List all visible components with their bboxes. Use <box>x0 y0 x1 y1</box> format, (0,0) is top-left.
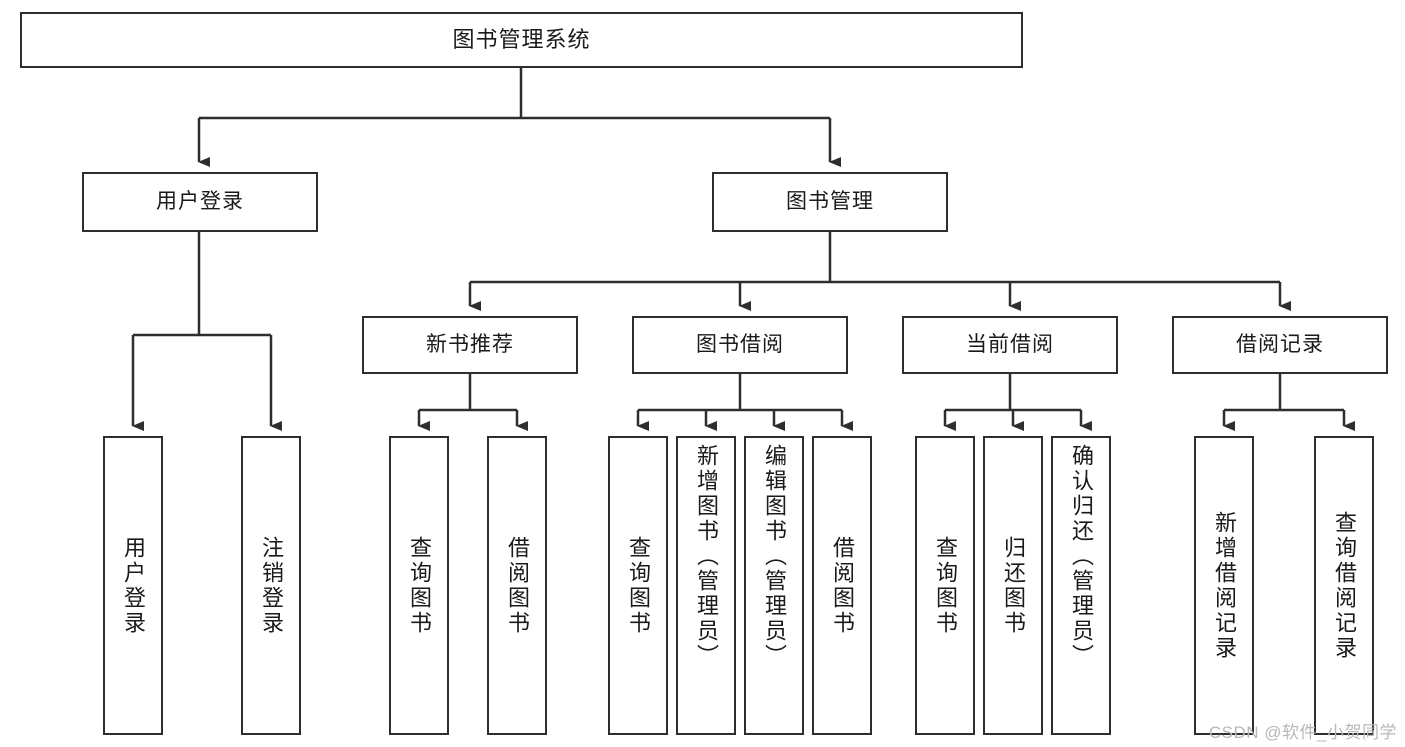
watermark-text: CSDN @软件_小贺同学 <box>1208 723 1397 742</box>
leaf-borrow-edit-book-admin[interactable]: 编辑图书（管理员） <box>744 436 804 735</box>
node-label: 用户登录 <box>156 189 244 213</box>
node-book-borrow[interactable]: 图书借阅 <box>632 316 848 374</box>
leaf-label: 借阅图书 <box>505 535 530 636</box>
leaf-label: 编辑图书（管理员） <box>762 444 787 669</box>
leaf-label: 新增图书（管理员） <box>694 444 719 669</box>
leaf-new-book-borrow[interactable]: 借阅图书 <box>487 436 547 735</box>
node-label: 借阅记录 <box>1236 332 1324 356</box>
leaf-record-add-borrow-record[interactable]: 新增借阅记录 <box>1194 436 1254 735</box>
leaf-current-return-book[interactable]: 归还图书 <box>983 436 1043 735</box>
leaf-label: 用户登录 <box>121 535 146 636</box>
node-label: 新书推荐 <box>426 332 514 356</box>
leaf-label: 查询图书 <box>626 535 651 636</box>
leaf-label: 查询借阅记录 <box>1332 510 1357 661</box>
node-user-login[interactable]: 用户登录 <box>82 172 318 232</box>
leaf-current-query-book[interactable]: 查询图书 <box>915 436 975 735</box>
leaf-label: 新增借阅记录 <box>1212 510 1237 661</box>
leaf-current-confirm-return-admin[interactable]: 确认归还（管理员） <box>1051 436 1111 735</box>
leaf-user-login-logout[interactable]: 注销登录 <box>241 436 301 735</box>
node-borrow-record[interactable]: 借阅记录 <box>1172 316 1388 374</box>
node-label: 图书借阅 <box>696 332 784 356</box>
node-root-book-management-system[interactable]: 图书管理系统 <box>20 12 1023 68</box>
leaf-borrow-borrow-book[interactable]: 借阅图书 <box>812 436 872 735</box>
node-label: 图书管理 <box>786 189 874 213</box>
leaf-borrow-query-book[interactable]: 查询图书 <box>608 436 668 735</box>
leaf-label: 借阅图书 <box>830 535 855 636</box>
leaf-new-book-query[interactable]: 查询图书 <box>389 436 449 735</box>
node-book-management[interactable]: 图书管理 <box>712 172 948 232</box>
leaf-label: 归还图书 <box>1001 535 1026 636</box>
leaf-label: 注销登录 <box>259 535 284 636</box>
leaf-label: 查询图书 <box>407 535 432 636</box>
leaf-user-login-signin[interactable]: 用户登录 <box>103 436 163 735</box>
node-label: 当前借阅 <box>966 332 1054 356</box>
node-current-borrow[interactable]: 当前借阅 <box>902 316 1118 374</box>
node-label: 图书管理系统 <box>452 27 591 53</box>
node-new-book-recommend[interactable]: 新书推荐 <box>362 316 578 374</box>
leaf-borrow-add-book-admin[interactable]: 新增图书（管理员） <box>676 436 736 735</box>
leaf-label: 确认归还（管理员） <box>1069 444 1094 669</box>
leaf-label: 查询图书 <box>933 535 958 636</box>
leaf-record-query-borrow-record[interactable]: 查询借阅记录 <box>1314 436 1374 735</box>
